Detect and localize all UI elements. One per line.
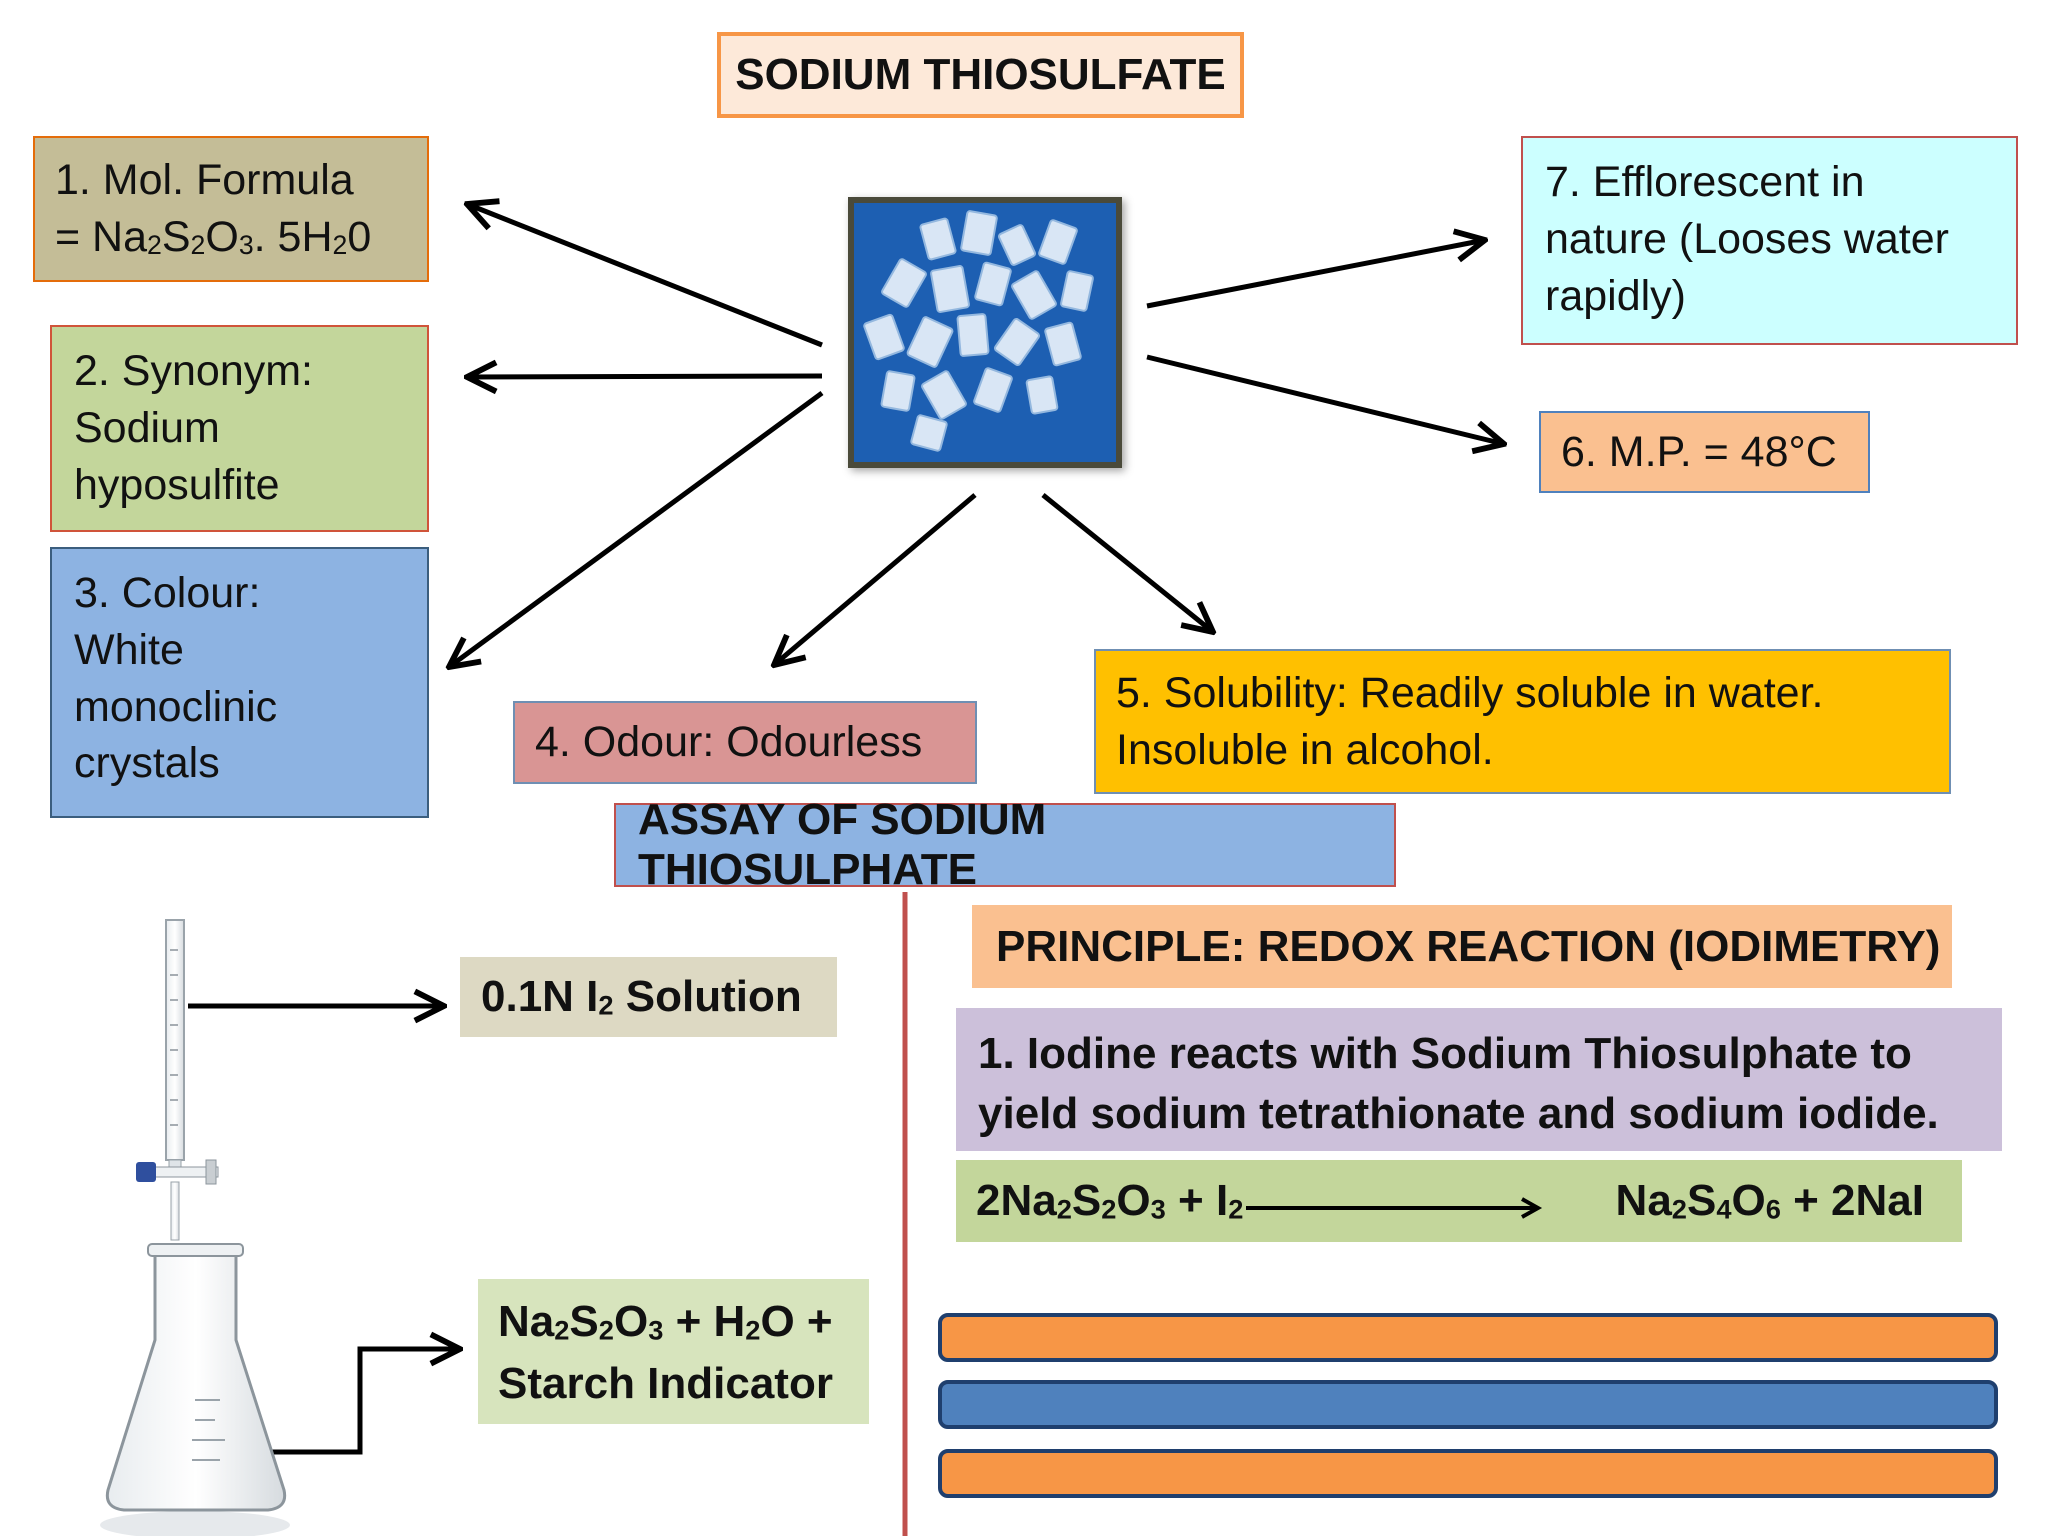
property-synonym: 2. Synonym: Sodium hyposulfite — [50, 325, 429, 532]
page-title: SODIUM THIOSULFATE — [717, 32, 1244, 118]
conical-flask-icon — [100, 1243, 290, 1536]
solubility-line-1: 5. Solubility: Readily soluble in water. — [1116, 669, 1824, 717]
principle-text: PRINCIPLE: REDOX REACTION (IODIMETRY) — [996, 921, 1941, 971]
iodine-solution-text: 0.1N I2 Solution — [481, 972, 802, 1021]
placeholder-bar-orange-2 — [938, 1449, 1998, 1498]
arrow-to-mp — [1146, 354, 1504, 444]
placeholder-bar-blue — [938, 1380, 1998, 1429]
synonym-line-2: Sodium — [74, 403, 220, 452]
equation-arrow — [1246, 1197, 1543, 1219]
flask-contents-line-1: Na2S2O3 + H2O + — [498, 1297, 833, 1346]
principle-heading: PRINCIPLE: REDOX REACTION (IODIMETRY) — [972, 905, 1952, 988]
efflorescent-line-2: nature (Looses water — [1545, 214, 1949, 263]
equation-reactants: 2Na2S2O3 + I2 — [976, 1176, 1244, 1225]
reaction-description-line-2: yield sodium tetrathionate and sodium io… — [978, 1088, 1939, 1138]
property-colour: 3. Colour: White monoclinic crystals — [50, 547, 429, 818]
property-solubility: 5. Solubility: Readily soluble in water.… — [1094, 649, 1951, 794]
sodium-thiosulfate-crystals-photo — [848, 197, 1122, 468]
property-odour: 4. Odour: Odourless — [513, 701, 977, 784]
burette-contents-label: 0.1N I2 Solution — [460, 957, 837, 1037]
mol-formula-label: 1. Mol. Formula — [55, 156, 354, 204]
equation-products: Na2S4O6 + 2NaI — [1615, 1176, 1924, 1225]
arrow-to-odour — [774, 493, 977, 665]
melting-point-text: 6. M.P. = 48°C — [1561, 427, 1837, 476]
flask-contents-line-2: Starch Indicator — [498, 1358, 833, 1408]
efflorescent-line-3: rapidly) — [1545, 271, 1686, 320]
solubility-line-2: Insoluble in alcohol. — [1116, 725, 1494, 774]
synonym-line-1: 2. Synonym: — [74, 347, 313, 395]
colour-line-3: monoclinic — [74, 682, 278, 731]
mol-formula-value: = Na2S2O3. 5H20 — [55, 212, 372, 261]
arrow-to-formula — [467, 204, 823, 348]
property-efflorescent: 7. Efflorescent in nature (Looses water … — [1521, 136, 2018, 345]
placeholder-bar-orange-1 — [938, 1313, 1998, 1362]
arrow-to-colour — [449, 390, 824, 667]
property-mol-formula: 1. Mol. Formula = Na2S2O3. 5H20 — [33, 136, 429, 282]
assay-heading-text: ASSAY OF SODIUM THIOSULPHATE — [638, 795, 1047, 894]
synonym-line-3: hyposulfite — [74, 460, 280, 509]
arrow-to-solubility — [1041, 493, 1213, 632]
crystals-image — [854, 203, 1116, 462]
page-title-text: SODIUM THIOSULFATE — [735, 50, 1226, 99]
colour-line-1: 3. Colour: — [74, 569, 261, 617]
arrow-to-efflorescent — [1146, 240, 1485, 309]
efflorescent-line-1: 7. Efflorescent in — [1545, 158, 1865, 206]
colour-line-2: White — [74, 625, 184, 674]
arrow-to-flask-contents — [258, 1349, 460, 1455]
colour-line-4: crystals — [74, 739, 220, 788]
assay-heading: ASSAY OF SODIUM THIOSULPHATE — [614, 795, 1396, 894]
burette-icon — [136, 919, 219, 1241]
property-melting-point: 6. M.P. = 48°C — [1539, 411, 1870, 493]
reaction-description-line-1: 1. Iodine reacts with Sodium Thiosulphat… — [978, 1029, 1912, 1078]
reaction-equation: 2Na2S2O3 + I2 Na2S4O6 + 2NaI — [956, 1160, 1962, 1242]
flask-contents-label: Na2S2O3 + H2O + Starch Indicator — [478, 1279, 869, 1424]
odour-text: 4. Odour: Odourless — [535, 718, 923, 766]
reaction-description: 1. Iodine reacts with Sodium Thiosulphat… — [956, 1008, 2002, 1151]
arrow-to-synonym — [467, 376, 823, 377]
